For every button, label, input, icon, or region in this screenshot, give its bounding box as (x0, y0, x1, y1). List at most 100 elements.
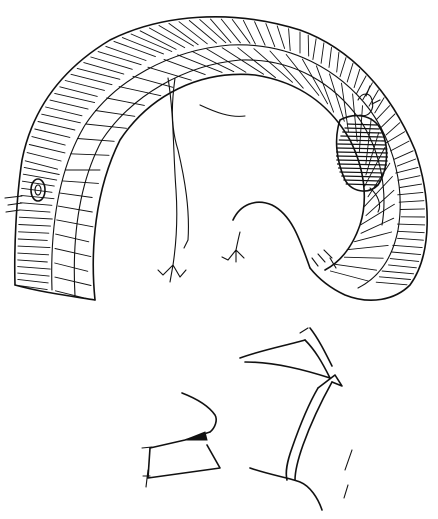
hatch-stroke (394, 151, 413, 159)
hatch-stroke (55, 93, 95, 102)
hatch-stroke (22, 188, 52, 192)
hatch-stroke (55, 249, 91, 257)
dense-patch-line (347, 124, 377, 125)
hatch-stroke (398, 231, 425, 232)
hatch-stroke (399, 201, 424, 203)
hatch-stroke (18, 246, 50, 248)
hatch-stroke (107, 98, 145, 105)
right-fragment (250, 375, 352, 510)
hatch-stroke (50, 100, 88, 109)
hatch-stroke (114, 41, 155, 56)
dense-patch-line (338, 168, 386, 169)
dense-patch-line (337, 148, 388, 149)
hatch-stroke (321, 43, 324, 63)
hatch-stroke (77, 139, 114, 142)
hatch-stroke (84, 63, 124, 75)
hatch-stroke (398, 238, 424, 240)
hatch-stroke (354, 69, 360, 87)
hatch-stroke (243, 20, 255, 44)
arch-left-ticks (5, 196, 22, 212)
hatch-stroke (20, 210, 50, 212)
hatch-stroke (335, 264, 377, 270)
dense-patch-line (346, 184, 379, 185)
hatch-stroke (63, 181, 99, 184)
hatch-stroke (344, 257, 383, 258)
hatch-stroke (340, 58, 346, 77)
hatch-stroke (355, 232, 392, 242)
dense-patch-line (343, 180, 380, 181)
dense-patch-line (341, 176, 382, 177)
hatch-stroke (18, 273, 50, 276)
hatch-stroke (255, 22, 266, 46)
hatch-stroke (353, 94, 358, 142)
hatch-stroke (21, 195, 54, 198)
hatch-stroke (232, 20, 250, 44)
hatch-stroke (361, 204, 394, 224)
dense-patch-line (342, 132, 381, 133)
hatch-stroke (313, 39, 316, 60)
hatch-stroke (379, 277, 410, 280)
dense-patch-line (338, 144, 387, 145)
hatch-stroke (18, 260, 48, 262)
upper-fragment (240, 328, 332, 378)
hatch-stroke (389, 265, 417, 268)
hatch-stroke (20, 203, 52, 206)
hatch-stroke (400, 184, 422, 187)
hatch-stroke (221, 19, 240, 43)
hatch-stroke (35, 129, 70, 137)
hatch-stroke (91, 57, 133, 69)
hatch-stroke (86, 124, 127, 128)
left-fragment (142, 393, 220, 487)
hatch-stroke (347, 63, 353, 82)
hatch-stroke (18, 253, 49, 255)
hatch-stroke (359, 106, 362, 153)
hatch-stroke (361, 218, 394, 233)
hatch-stroke (277, 26, 284, 49)
hatch-stroke (98, 52, 141, 65)
hatch-stroke (119, 87, 161, 96)
hatch-stroke (18, 239, 47, 240)
hatch-stroke (347, 245, 388, 249)
hatch-stroke (392, 252, 421, 255)
hatch-stroke (329, 47, 332, 67)
hatch-stroke (18, 267, 51, 270)
hatch-stroke (266, 24, 275, 47)
hatch-stroke (330, 271, 368, 281)
hatch-stroke (400, 209, 424, 210)
hatch-stroke (29, 145, 65, 153)
hatch-stroke (164, 59, 205, 74)
dense-patch-line (339, 140, 385, 141)
hatch-stroke (386, 132, 404, 143)
dense-patch-line (345, 128, 380, 129)
hatch-stroke (60, 193, 92, 197)
hatch-stroke (38, 122, 75, 131)
hatch-stroke (398, 176, 420, 181)
dense-patch-line (340, 136, 383, 137)
hatch-stroke (398, 224, 425, 225)
hatch-stroke (376, 282, 407, 285)
hatch-stroke (60, 87, 98, 97)
hatch-stroke (393, 245, 423, 247)
hatch-stroke (397, 159, 415, 166)
hatch-stroke (65, 81, 104, 91)
hatch-stroke (46, 107, 82, 116)
dense-patch-line (336, 160, 387, 161)
hatch-stroke (337, 52, 339, 72)
hatch-stroke (289, 29, 291, 51)
hatch-stroke (25, 161, 57, 169)
hatch-stroke (32, 137, 65, 146)
hatch-stroke (200, 20, 226, 43)
hatch-stroke (58, 206, 92, 212)
hatch-stroke (390, 259, 418, 262)
hatch-stroke (55, 277, 91, 285)
hatch-stroke (19, 225, 51, 227)
hatch-stroke (211, 19, 231, 42)
arch-mid-line-1 (52, 45, 400, 290)
hatch-stroke (302, 59, 327, 104)
arch-inner-contour (93, 74, 364, 300)
arch-hatching-inner (55, 48, 395, 300)
hatch-stroke (396, 167, 418, 173)
hatch-stroke (308, 35, 309, 56)
hatch-stroke (382, 271, 414, 274)
dense-patch-line (336, 152, 388, 153)
